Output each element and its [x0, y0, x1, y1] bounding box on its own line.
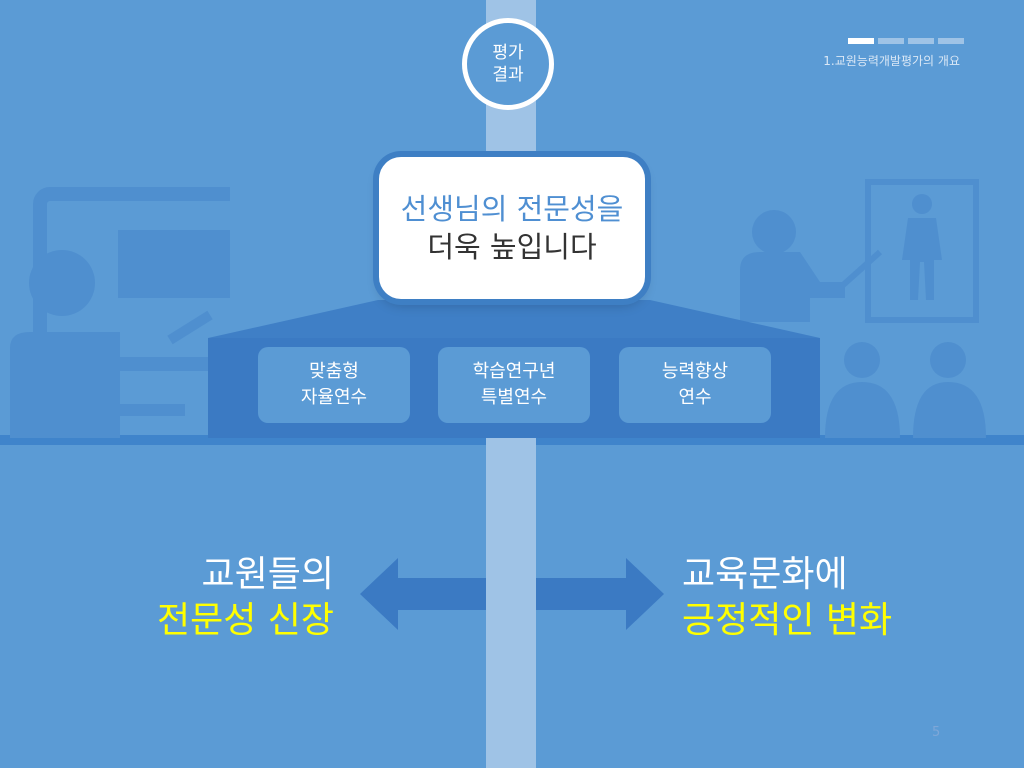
program-box-3: 능력향상 연수: [619, 347, 771, 423]
effect-right-line1: 교육문화에: [682, 554, 848, 595]
progress-segment: [848, 38, 874, 44]
progress-segment: [908, 38, 934, 44]
badge-line2: 결과: [492, 65, 524, 85]
progress-segment: [938, 38, 964, 44]
program-label: 학습연구년: [472, 361, 556, 382]
section-badge: 평가 결과: [462, 18, 554, 110]
main-message-card: 선생님의 전문성을 더욱 높입니다: [379, 157, 645, 299]
effect-left-line2: 전문성 신장: [156, 600, 334, 641]
program-box-2: 학습연구년 특별연수: [438, 347, 590, 423]
page-number: 5: [932, 725, 941, 740]
presenter-with-audience-icon: [740, 179, 986, 438]
effect-right-line2: 긍정적인 변화: [682, 600, 893, 641]
double-arrow-icon: [360, 558, 664, 630]
main-message-line1: 선생님의 전문성을: [400, 192, 624, 226]
effect-left-line1: 교원들의: [201, 554, 334, 595]
breadcrumb: 1.교원능력개발평가의 개요: [823, 54, 960, 68]
effect-right: 교육문화에 긍정적인 변화: [682, 552, 892, 644]
teacher-at-board-icon: [10, 187, 230, 438]
program-box-1: 맞춤형 자율연수: [258, 347, 410, 423]
program-label: 자율연수: [300, 387, 368, 408]
badge-line1: 평가: [492, 43, 524, 63]
program-label: 맞춤형: [309, 361, 359, 382]
program-label: 특별연수: [480, 387, 548, 408]
program-label: 능력향상: [661, 361, 729, 382]
effect-left: 교원들의 전문성 신장: [157, 552, 334, 644]
program-label: 연수: [678, 387, 712, 408]
main-message-line2: 더욱 높입니다: [427, 230, 597, 264]
progress-segment: [878, 38, 904, 44]
